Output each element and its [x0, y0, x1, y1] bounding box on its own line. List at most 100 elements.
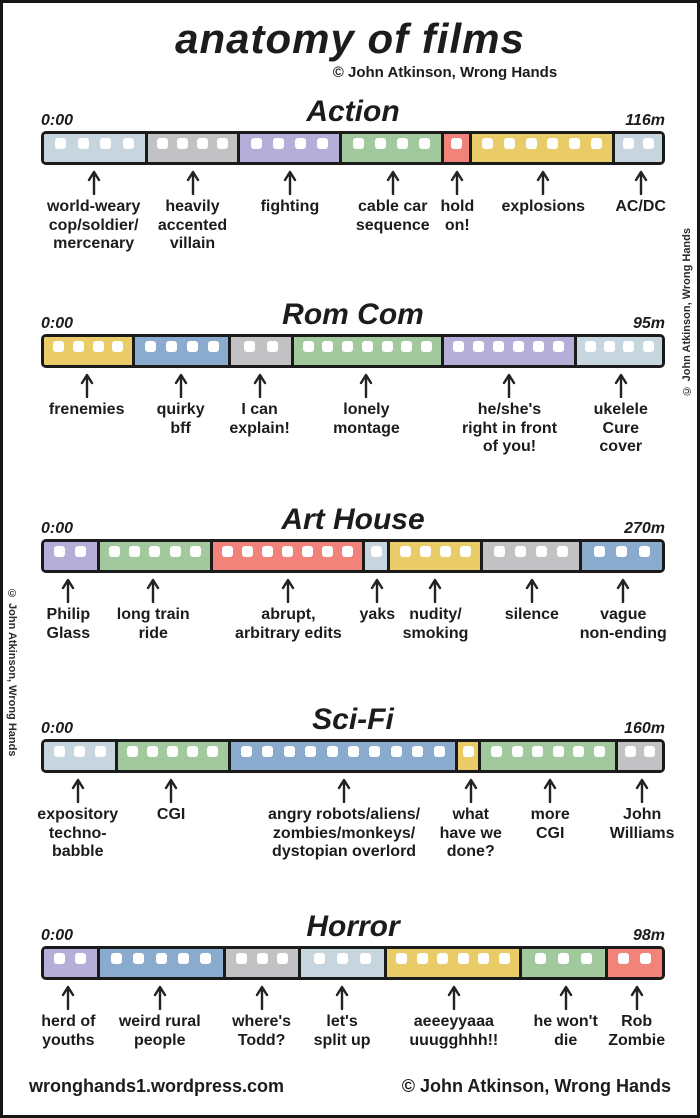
sprocket-hole [167, 746, 179, 757]
segment-label: quirky bff [156, 401, 205, 437]
sprocket-holes [118, 746, 227, 757]
sprocket-hole [553, 341, 565, 352]
film-segment [44, 337, 136, 365]
segment-label: explosions [501, 198, 586, 215]
film-strip [41, 739, 665, 773]
arrow-up-icon [60, 577, 76, 608]
film-segment [390, 542, 484, 570]
arrow-up-icon [185, 169, 201, 200]
film-segment [135, 337, 232, 365]
sprocket-hole [262, 546, 274, 557]
sprocket-hole [322, 341, 334, 352]
sprocket-hole [525, 138, 537, 149]
sprocket-hole [294, 138, 306, 149]
arrow-up-icon [633, 169, 649, 200]
film-segment [576, 337, 662, 365]
arrow-up-icon [463, 777, 479, 808]
page-title: anatomy of films [175, 15, 525, 62]
sprocket-hole [369, 746, 381, 757]
sprocket-hole [416, 953, 428, 964]
sprocket-hole [642, 138, 654, 149]
segment-label: hold on! [440, 198, 475, 234]
sprocket-hole [396, 953, 408, 964]
sprocket-hole [534, 953, 546, 964]
sprocket-holes [44, 341, 132, 352]
segment-label: AC/DC [615, 198, 666, 215]
sprocket-holes [342, 138, 441, 149]
sprocket-hole [207, 746, 219, 757]
sprocket-hole [370, 546, 382, 557]
sprocket-hole [581, 953, 593, 964]
sprocket-hole [514, 546, 526, 557]
arrow-up-icon [449, 169, 465, 200]
time-end: 160m [624, 720, 665, 737]
sprocket-hole [352, 138, 364, 149]
segment-label: where's Todd? [232, 1013, 292, 1049]
sprocket-hole [94, 746, 106, 757]
sprocket-hole [504, 138, 515, 149]
sprocket-hole [54, 546, 66, 557]
arrow-up-icon [282, 169, 298, 200]
sprocket-holes [444, 138, 469, 149]
sprocket-hole [511, 746, 523, 757]
sprocket-holes [301, 953, 383, 964]
sprocket-hole [133, 953, 145, 964]
sprocket-hole [532, 746, 544, 757]
sprocket-holes [148, 138, 237, 149]
sprocket-hole [490, 746, 502, 757]
sprocket-holes [44, 746, 115, 757]
sprocket-hole [207, 341, 219, 352]
sprocket-hole [396, 138, 408, 149]
film-segment [443, 337, 577, 365]
sprocket-hole [419, 546, 431, 557]
film-strip [41, 946, 665, 980]
sprocket-hole [643, 746, 655, 757]
time-end: 98m [632, 927, 665, 944]
sprocket-hole [437, 953, 449, 964]
sprocket-holes [365, 546, 387, 557]
sprocket-hole [552, 746, 564, 757]
sprocket-hole [166, 341, 177, 352]
sprocket-holes [387, 953, 520, 964]
film-segment [483, 542, 582, 570]
sprocket-hole [460, 546, 472, 557]
arrow-up-icon [79, 372, 95, 403]
sprocket-hole [401, 341, 413, 352]
time-end: 116m [625, 112, 665, 129]
segment-label: angry robots/aliens/ zombies/monkeys/ dy… [268, 806, 421, 861]
sprocket-hole [623, 341, 635, 352]
sprocket-holes [615, 138, 662, 149]
segment-label: fighting [260, 198, 320, 215]
sprocket-hole [256, 953, 268, 964]
film-strip [41, 131, 665, 165]
side-credit-left: © John Atkinson, Wrong Hands [6, 588, 18, 757]
arrow-up-icon [252, 372, 268, 403]
genre-title: Art House [281, 503, 425, 536]
segment-label: long train ride [116, 606, 190, 642]
sprocket-hole [200, 953, 212, 964]
segment-label: he won't die [533, 1013, 598, 1049]
sprocket-hole [342, 341, 354, 352]
arrow-up-icon [334, 984, 350, 1015]
sprocket-hole [547, 138, 559, 149]
genre-title: Action [306, 95, 400, 128]
sprocket-hole [450, 138, 462, 149]
segment-label: cable car sequence [355, 198, 430, 234]
segment-label: herd of youths [41, 1013, 96, 1049]
sprocket-hole [75, 546, 87, 557]
sprocket-hole [235, 953, 247, 964]
sprocket-holes [135, 341, 228, 352]
film-segment [617, 742, 662, 770]
sprocket-hole [283, 746, 295, 757]
sprocket-holes [582, 546, 662, 557]
film-segment [148, 134, 241, 162]
sprocket-hole [399, 546, 411, 557]
segment-label: CGI [156, 806, 186, 823]
sprocket-hole [186, 341, 198, 352]
segment-label: abrupt, arbitrary edits [235, 606, 342, 642]
sprocket-hole [110, 953, 122, 964]
arrow-up-icon [280, 577, 296, 608]
